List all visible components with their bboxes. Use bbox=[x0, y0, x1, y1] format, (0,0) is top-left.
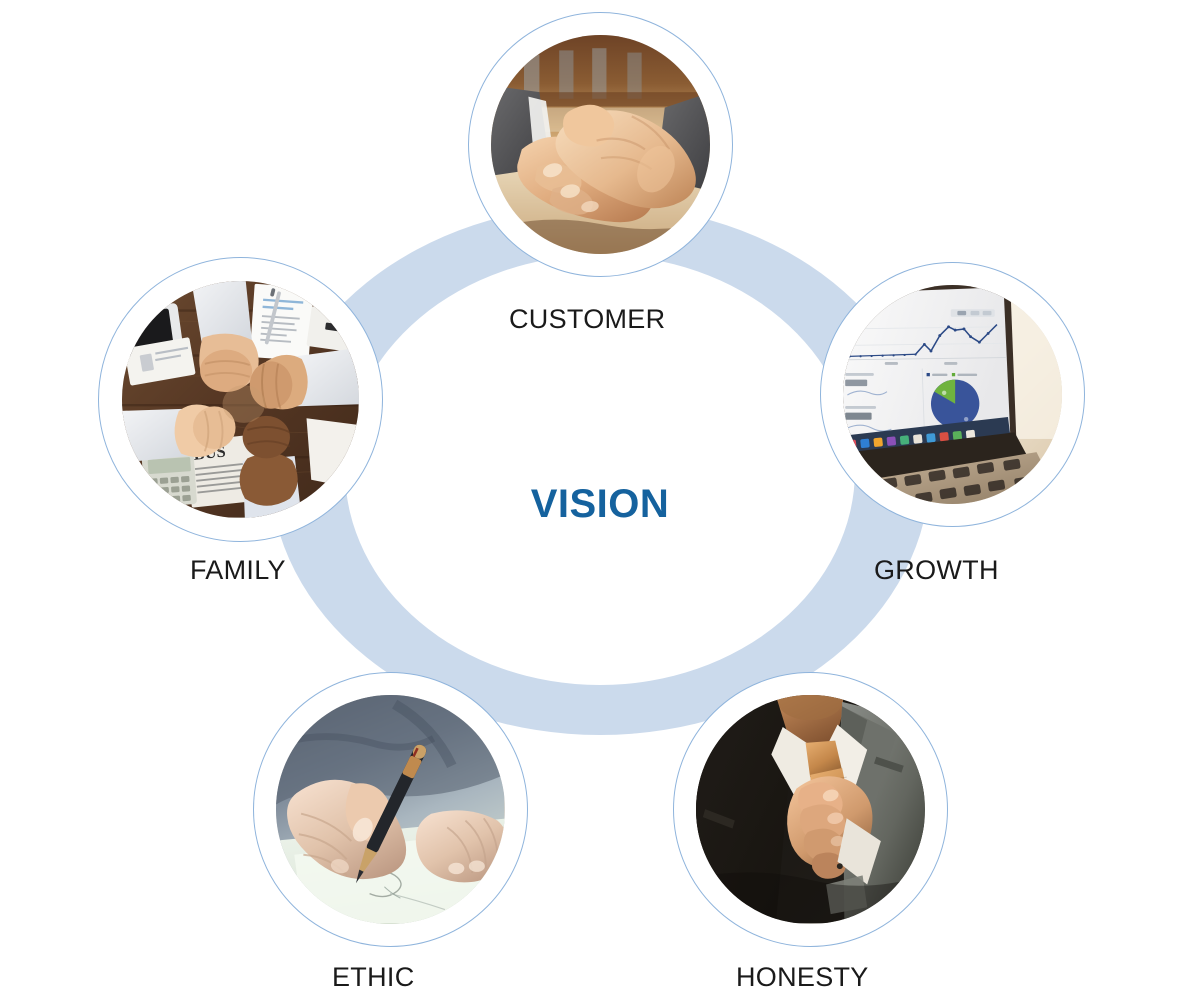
center-label-vision: VISION bbox=[530, 482, 670, 526]
signing-document-photo bbox=[276, 695, 505, 924]
node-honesty-label: HONESTY bbox=[736, 962, 869, 992]
fist-bump-team-photo: BUS bbox=[122, 281, 359, 518]
node-family-label: FAMILY bbox=[190, 555, 286, 585]
node-customer-label: CUSTOMER bbox=[509, 304, 666, 334]
node-customer[interactable] bbox=[468, 12, 733, 277]
node-ethic[interactable] bbox=[253, 672, 528, 947]
node-growth[interactable] bbox=[820, 262, 1085, 527]
center-ring-inner-fill bbox=[345, 255, 855, 685]
node-growth-label: GROWTH bbox=[874, 555, 999, 585]
handshake-photo bbox=[490, 34, 711, 255]
laptop-analytics-photo bbox=[842, 284, 1063, 505]
node-family[interactable]: BUS bbox=[98, 257, 383, 542]
node-honesty[interactable] bbox=[673, 672, 948, 947]
businessman-necktie-photo bbox=[696, 695, 925, 924]
node-ethic-label: ETHIC bbox=[332, 962, 415, 992]
